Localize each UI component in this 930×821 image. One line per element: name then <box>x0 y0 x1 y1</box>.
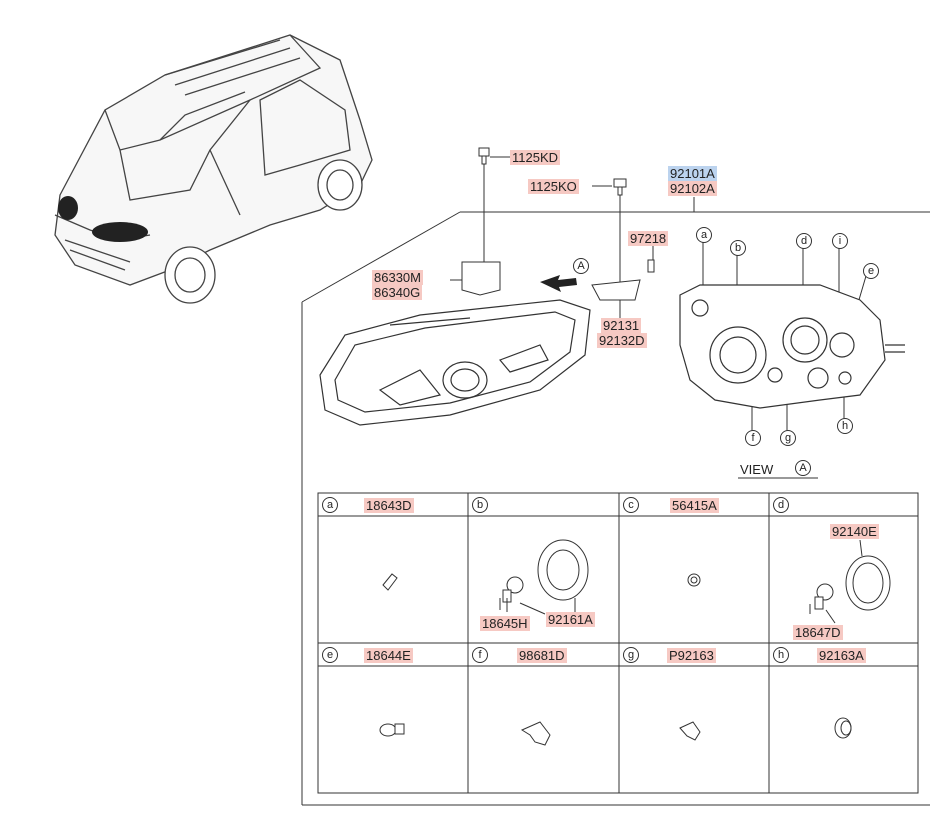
car-illustration <box>54 34 373 304</box>
view-arrow-label: A <box>573 258 589 274</box>
frame-lines <box>301 211 930 806</box>
headlamp-assembly <box>319 299 591 426</box>
cell-c-part[interactable]: 56415A <box>670 498 719 513</box>
view-label: VIEW <box>740 462 774 477</box>
grommet-icon-g <box>679 721 701 741</box>
bulb-icon-a <box>382 573 398 591</box>
rear-callout-e: e <box>863 263 879 279</box>
callout-1125ko[interactable]: 1125KO <box>528 179 579 194</box>
rear-callout-d: d <box>796 233 812 249</box>
cell-e-letter: e <box>322 647 338 663</box>
view-arrow-icon <box>540 275 577 292</box>
callout-92132d[interactable]: 92132D <box>597 333 647 348</box>
cell-a-letter: a <box>322 497 338 513</box>
rear-callout-g: g <box>780 430 796 446</box>
callout-1125kd[interactable]: 1125KD <box>510 150 561 165</box>
cell-b-sub-18645h[interactable]: 18645H <box>480 616 530 631</box>
cell-c-letter: c <box>623 497 639 513</box>
view-label-circle: A <box>795 460 811 476</box>
socket-icon-c <box>687 573 701 587</box>
grommet-icon-h <box>834 717 852 739</box>
cell-e-part[interactable]: 18644E <box>364 648 413 663</box>
cell-f-part[interactable]: 98681D <box>517 648 567 663</box>
cap-icon-d <box>845 555 891 611</box>
rear-callout-i: i <box>832 233 848 249</box>
clip-icon <box>591 279 641 301</box>
bulb-icon-e <box>379 723 405 737</box>
rear-callout-h: h <box>837 418 853 434</box>
bulb-icon-b <box>499 576 524 612</box>
parts-grid <box>317 492 919 794</box>
callout-97218[interactable]: 97218 <box>628 231 669 246</box>
callout-92102a[interactable]: 92102A <box>668 181 717 196</box>
cell-f-letter: f <box>472 647 488 663</box>
cell-b-sub-92161a[interactable]: 92161A <box>546 612 595 627</box>
cell-a-part[interactable]: 18643D <box>364 498 414 513</box>
rear-callout-f: f <box>745 430 761 446</box>
bulb-icon-d <box>809 583 834 614</box>
cell-b-letter: b <box>472 497 488 513</box>
cell-g-part[interactable]: P92163 <box>667 648 716 663</box>
bracket-icon <box>461 261 501 296</box>
headlamp-rear-view <box>679 284 905 409</box>
cell-d-letter: d <box>773 497 789 513</box>
bolt-icon <box>478 147 655 273</box>
callout-86340g[interactable]: 86340G <box>372 285 423 300</box>
rear-callout-b: b <box>730 240 746 256</box>
cell-h-part[interactable]: 92163A <box>817 648 866 663</box>
callout-92101a[interactable]: 92101A <box>668 166 717 181</box>
cell-h-letter: h <box>773 647 789 663</box>
grommet-icon-f <box>520 721 551 746</box>
cell-d-sub-92140e[interactable]: 92140E <box>830 524 879 539</box>
callout-92131[interactable]: 92131 <box>601 318 642 333</box>
cell-d-sub-18647d[interactable]: 18647D <box>793 625 843 640</box>
rear-callout-a: a <box>696 227 712 243</box>
cell-g-letter: g <box>623 647 639 663</box>
socket-cap-icon-b <box>537 539 589 601</box>
callout-86330m[interactable]: 86330M <box>372 270 423 285</box>
